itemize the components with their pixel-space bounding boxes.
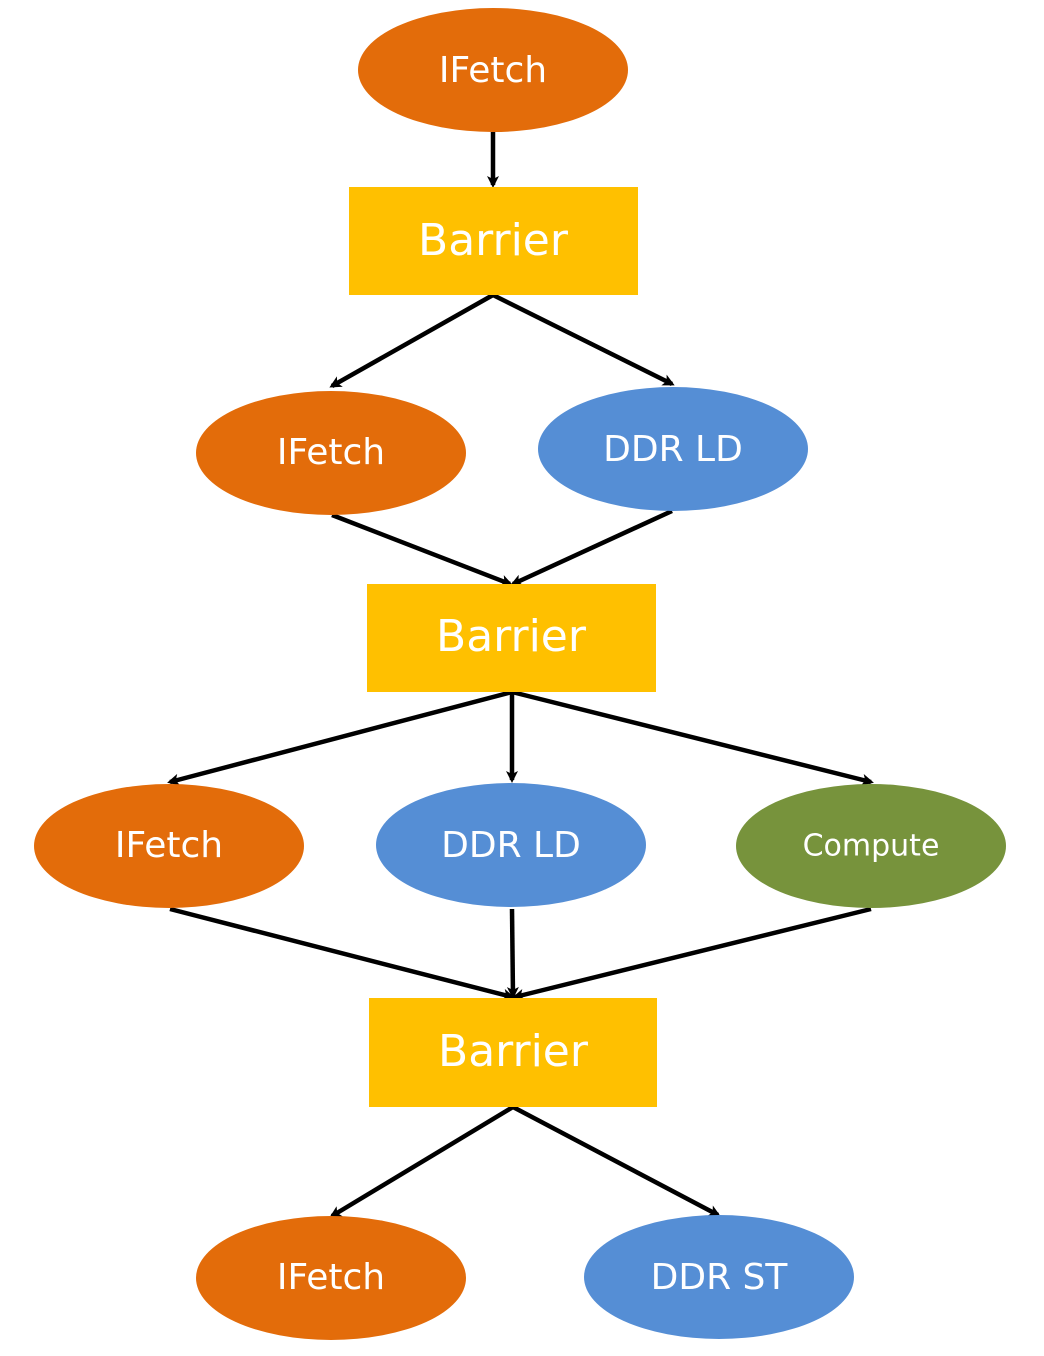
ddr-ld-node-3: DDR LD: [376, 783, 646, 907]
ifetch-node-1-label: IFetch: [439, 50, 547, 91]
ifetch-node-2: IFetch: [196, 391, 466, 515]
ifetch-node-4-label: IFetch: [277, 1257, 385, 1298]
ifetch-node-2-label: IFetch: [277, 432, 385, 473]
edge-ddr-ld-2-to-barrier-2: [510, 508, 673, 587]
edge-barrier-2-to-ifetch-3: [167, 689, 513, 786]
edge-ddr-ld-3-to-barrier-3: [506, 908, 519, 999]
ddr-ld-node-2-label: DDR LD: [603, 429, 743, 470]
edge-compute-3-to-barrier-3: [512, 906, 872, 1001]
ifetch-node-2-shape: [196, 391, 466, 515]
edge-barrier-3-to-ifetch-4: [329, 1105, 515, 1218]
ddr-st-node-4-label: DDR ST: [651, 1257, 789, 1298]
ifetch-node-3-label: IFetch: [115, 825, 223, 866]
ddr-ld-node-3-label: DDR LD: [441, 825, 581, 866]
nodes: IFetch Barrier IFetch DDR LD Barrier IFe…: [34, 8, 1006, 1340]
ddr-ld-node-2-shape: [538, 387, 808, 511]
edge-barrier-1-to-ddr-ld-2: [491, 292, 675, 387]
ddr-st-node-4: DDR ST: [584, 1215, 854, 1339]
ifetch-node-3: IFetch: [34, 784, 304, 908]
barrier-node-2: Barrier: [367, 584, 656, 692]
barrier-node-3-shape: [369, 998, 657, 1107]
barrier-node-3-label: Barrier: [438, 1026, 589, 1077]
ifetch-node-4-shape: [196, 1216, 466, 1340]
compute-node-3: Compute: [736, 784, 1006, 908]
barrier-node-3: Barrier: [369, 998, 657, 1107]
compute-node-3-shape: [736, 784, 1006, 908]
ifetch-node-4: IFetch: [196, 1216, 466, 1340]
edge-barrier-3-to-ddr-st-4: [511, 1105, 721, 1217]
edge-barrier-1-to-ifetch-2: [329, 293, 495, 388]
ifetch-node-3-shape: [34, 784, 304, 908]
ifetch-node-1-shape: [358, 8, 628, 132]
barrier-node-2-label: Barrier: [436, 611, 587, 662]
edge-barrier-2-to-compute-3: [511, 689, 874, 786]
compute-node-3-label: Compute: [803, 829, 940, 864]
edge-ifetch-2-to-barrier-2: [331, 512, 513, 587]
barrier-node-1-shape: [349, 187, 638, 295]
ddr-ld-node-2: DDR LD: [538, 387, 808, 511]
edge-ifetch-3-to-barrier-3: [169, 906, 515, 1001]
edges: [167, 132, 874, 1218]
ifetch-node-1: IFetch: [358, 8, 628, 132]
ddr-ld-node-3-shape: [376, 783, 646, 907]
barrier-node-1-label: Barrier: [418, 215, 569, 266]
barrier-node-2-shape: [367, 584, 656, 692]
ddr-st-node-4-shape: [584, 1215, 854, 1339]
barrier-node-1: Barrier: [349, 187, 638, 295]
